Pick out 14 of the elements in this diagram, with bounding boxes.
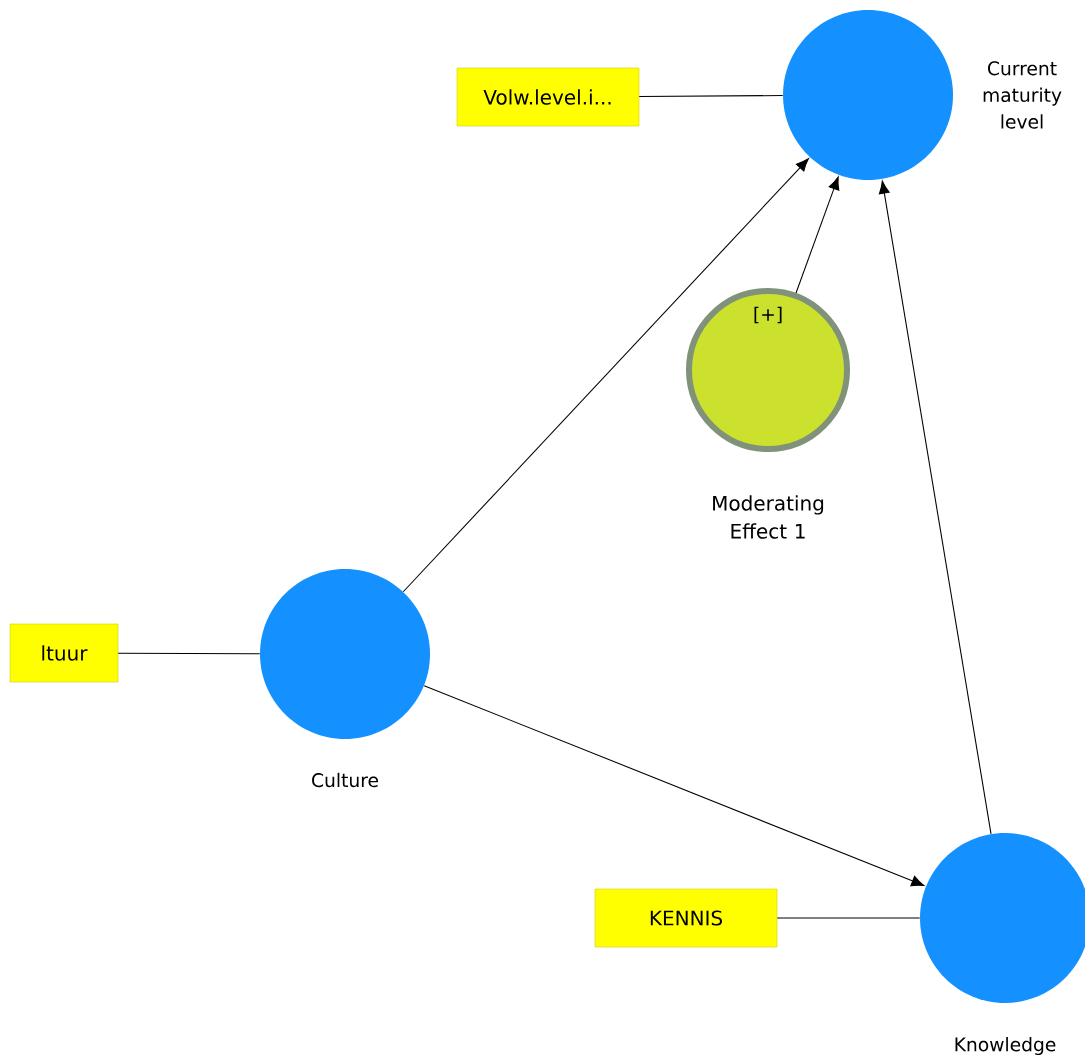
construct-label: Knowledge [955,1037,1056,1056]
construct-label: Culture [312,772,378,788]
construct-label: Moderating Effect 1 [713,495,824,539]
indicator-box: Volw.level.i... [456,67,640,127]
indicator-box: ltuur [9,623,119,683]
construct-label: Current maturity level [983,61,1062,129]
connector-line [776,917,921,919]
indicator-box: KENNIS [594,888,778,948]
arrow [878,180,992,835]
arrow [423,685,925,887]
connector-line [638,95,784,97]
connector-line [117,652,261,655]
arrow [402,158,809,593]
arrow [795,176,840,294]
